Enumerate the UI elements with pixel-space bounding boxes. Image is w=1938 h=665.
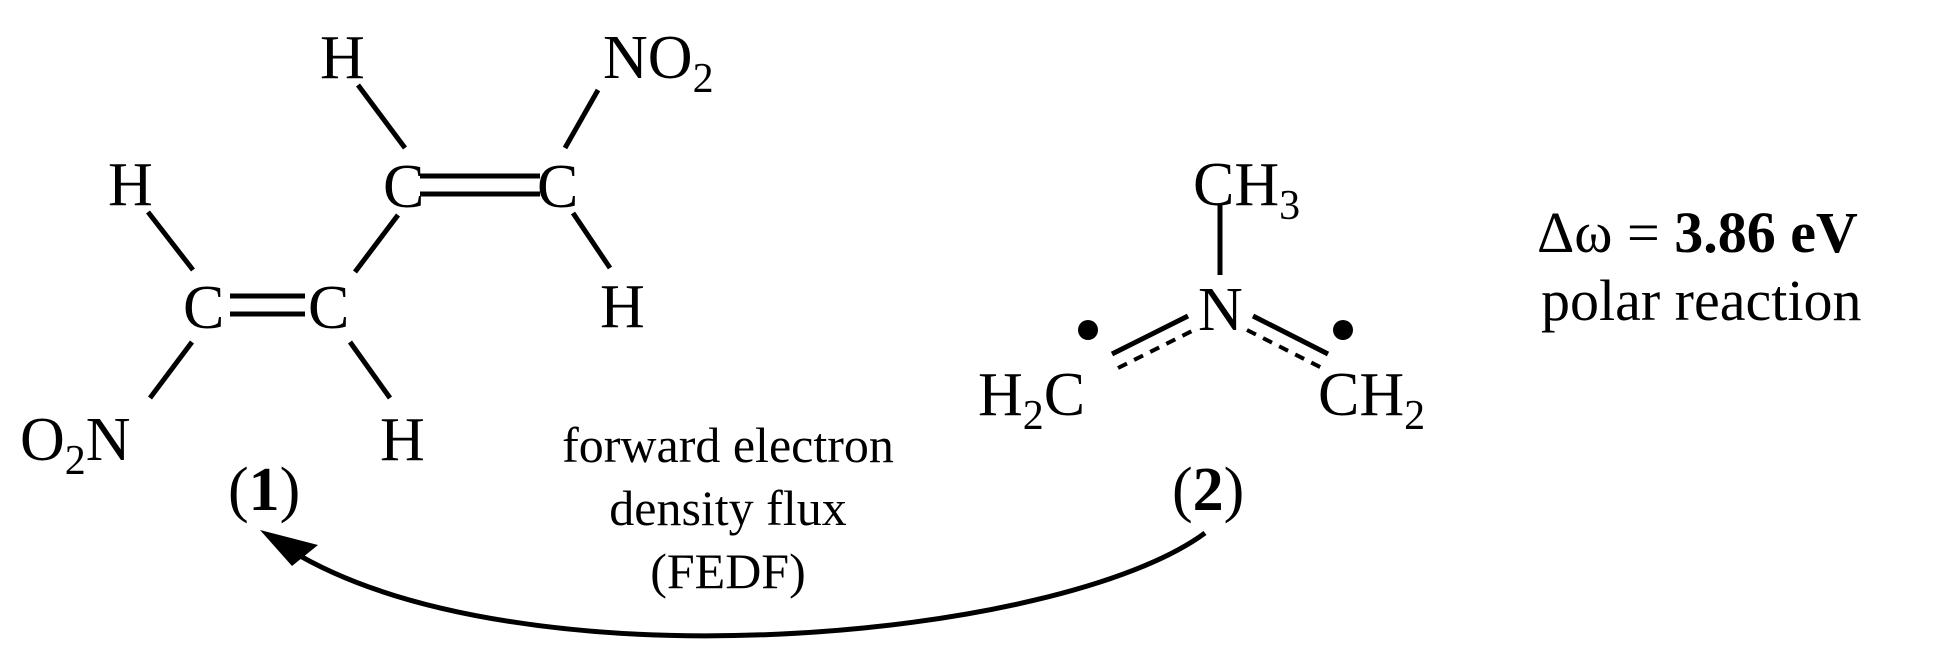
atom-ch2: CH2 [1318, 361, 1425, 439]
molecule-1: H NO2 H C C H C C O2N H (1) [20, 24, 714, 524]
reaction-info: Δω = 3.86 eV polar reaction [1537, 200, 1861, 333]
atom-ch3: CH3 [1193, 151, 1300, 229]
atom-h-bottom: H [380, 406, 425, 474]
atom-o2n: O2N [20, 406, 131, 484]
atom-c-left-lower: C [183, 274, 224, 342]
flux-line-3: (FEDF) [650, 543, 806, 599]
reaction-type: polar reaction [1541, 268, 1861, 333]
bond-c-left-lower-o2n [148, 340, 194, 400]
atom-h-left: H [108, 151, 153, 219]
bond-h-c-upper [355, 83, 408, 150]
bond-n-ch2-dashed [1246, 328, 1323, 370]
bond-c-upper-c-mid-lower [353, 213, 400, 274]
atom-c-far-right: C [537, 153, 578, 221]
compound-label-2: (2) [1172, 456, 1244, 524]
atom-n-center: N [1198, 276, 1243, 344]
atom-h2c: H2C [978, 361, 1085, 439]
compound-label-1: (1) [228, 456, 300, 524]
bond-h-left-c-left-lower [146, 210, 195, 272]
delta-omega: Δω = 3.86 eV [1537, 200, 1858, 265]
atom-c-right-upper: C [383, 153, 424, 221]
flux-arrow-head [260, 530, 318, 566]
radical-dot-right [1333, 320, 1353, 340]
radical-dot-left [1078, 320, 1098, 340]
atom-h-right: H [600, 273, 645, 341]
flux-arrow-curve [288, 530, 1207, 639]
bond-n-ch2-solid [1251, 313, 1330, 357]
bond-c-mid-lower-h [347, 340, 393, 400]
bond-h2c-n-dashed [1117, 328, 1195, 370]
atom-h-top: H [320, 24, 365, 92]
flux-arrow [260, 530, 1207, 639]
bond-c-far-right-h [570, 211, 613, 270]
bond-no2-c-far-right [562, 88, 601, 150]
molecule-2: CH3 N H2C CH2 (2) [978, 151, 1425, 524]
bond-h2c-n-solid [1110, 313, 1190, 357]
flux-line-2: density flux [609, 480, 846, 536]
flux-label: forward electron density flux (FEDF) [562, 417, 894, 599]
atom-no2-top: NO2 [603, 24, 714, 102]
flux-line-1: forward electron [562, 417, 894, 473]
atom-c-mid-lower: C [308, 274, 349, 342]
